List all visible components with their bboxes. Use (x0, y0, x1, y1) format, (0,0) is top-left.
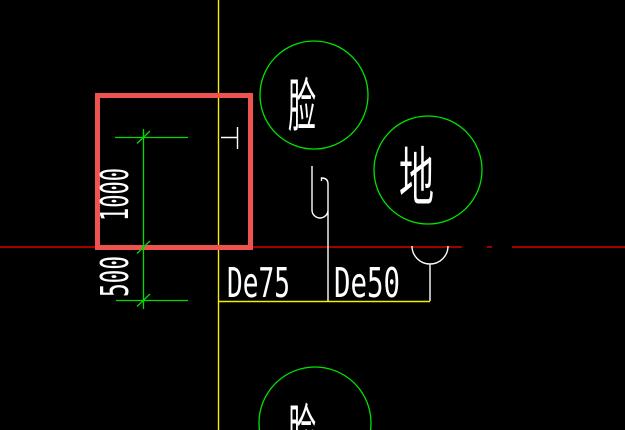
basin-character-bottom[interactable]: 脸 (288, 398, 316, 430)
trap-symbol[interactable] (311, 166, 329, 301)
floor-drain-symbol[interactable] (411, 245, 449, 301)
bubble-floor-drain[interactable] (373, 115, 483, 225)
selection-highlight-rect[interactable] (95, 93, 253, 250)
bubble-basin-top[interactable] (259, 40, 369, 150)
dim-tick-bottom (136, 293, 151, 307)
basin-character-top[interactable]: 脸 (288, 72, 316, 140)
bubble-basin-bottom[interactable] (258, 366, 372, 430)
pipe-label-de75[interactable]: De75 (227, 259, 290, 307)
dimension-text-1000[interactable]: 1000 (93, 168, 137, 221)
dim-tick-top (136, 130, 151, 144)
pipe-label-de50[interactable]: De50 (334, 259, 400, 307)
pipe-end-symbol[interactable] (221, 127, 239, 149)
dimension-lines[interactable] (115, 129, 188, 309)
dimension-text-500[interactable]: 500 (93, 256, 137, 297)
dim-tick-middle (136, 240, 151, 254)
floor-drain-character[interactable]: 地 (399, 142, 434, 216)
